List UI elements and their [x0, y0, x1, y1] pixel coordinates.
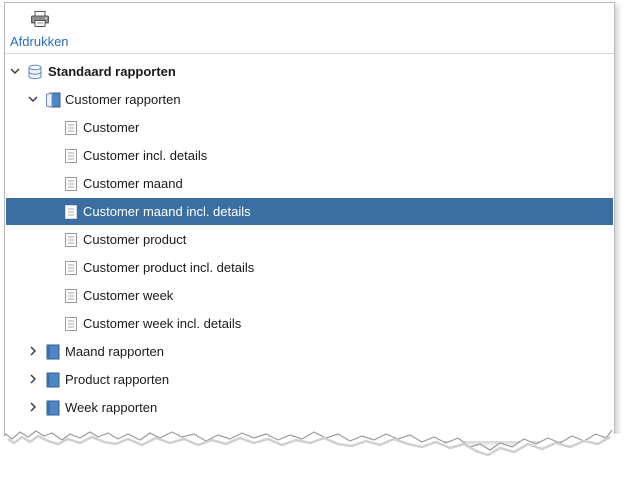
report-browser-window: Afdrukken Standaard rapporten	[4, 2, 615, 441]
tree-root-row[interactable]: Standaard rapporten	[6, 58, 613, 85]
printer-icon	[31, 11, 49, 27]
tree-root-label: Standaard rapporten	[48, 64, 176, 79]
book-icon	[45, 372, 61, 388]
chevron-down-icon[interactable]	[27, 93, 39, 105]
tree-report-item[interactable]: Customer	[6, 114, 613, 141]
report-icon	[63, 204, 79, 220]
torn-edge-decoration	[0, 429, 626, 486]
tree-report-label: Customer product	[83, 232, 187, 247]
tree-group-label: Maand rapporten	[65, 344, 165, 359]
tree-group-label: Product rapporten	[65, 372, 170, 387]
chevron-down-icon[interactable]	[9, 65, 21, 77]
report-icon	[63, 316, 79, 332]
tree-report-item[interactable]: Customer product	[6, 226, 613, 253]
tree-report-item[interactable]: Customer week	[6, 282, 613, 309]
tree-group-maand-rapporten[interactable]: Maand rapporten	[6, 338, 613, 365]
report-icon	[63, 232, 79, 248]
report-icon	[63, 148, 79, 164]
tree-group-week-rapporten[interactable]: Week rapporten	[6, 394, 613, 421]
tree-report-label: Customer week incl. details	[83, 316, 242, 331]
chevron-right-icon[interactable]	[27, 373, 39, 385]
tree-report-label: Customer week	[83, 288, 174, 303]
tree-group-customer-rapporten[interactable]: Customer rapporten	[6, 86, 613, 113]
toolbar: Afdrukken	[5, 3, 614, 54]
tree-report-label: Customer incl. details	[83, 148, 208, 163]
book-icon	[45, 344, 61, 360]
book-icon	[45, 400, 61, 416]
chevron-right-icon[interactable]	[27, 345, 39, 357]
report-icon	[63, 260, 79, 276]
print-button[interactable]: Afdrukken	[7, 7, 73, 49]
report-icon	[63, 288, 79, 304]
tree-group-product-rapporten[interactable]: Product rapporten	[6, 366, 613, 393]
tree-report-label: Customer product incl. details	[83, 260, 255, 275]
database-icon	[27, 64, 43, 80]
tree-report-item[interactable]: Customer incl. details	[6, 142, 613, 169]
print-button-label: Afdrukken	[10, 34, 69, 49]
tree-group-label: Customer rapporten	[65, 92, 181, 107]
tree-group-label: Week rapporten	[65, 400, 158, 415]
book-open-icon	[45, 92, 61, 108]
tree-report-label: Customer maand incl. details	[83, 204, 251, 219]
report-icon	[63, 120, 79, 136]
tree-report-item[interactable]: Customer maand	[6, 170, 613, 197]
tree-report-label: Customer maand	[83, 176, 183, 191]
tree-report-item[interactable]: Customer week incl. details	[6, 310, 613, 337]
tree-report-item-selected[interactable]: Customer maand incl. details	[6, 198, 613, 225]
tree-report-label: Customer	[83, 120, 140, 135]
report-icon	[63, 176, 79, 192]
chevron-right-icon[interactable]	[27, 401, 39, 413]
tree-report-item[interactable]: Customer product incl. details	[6, 254, 613, 281]
